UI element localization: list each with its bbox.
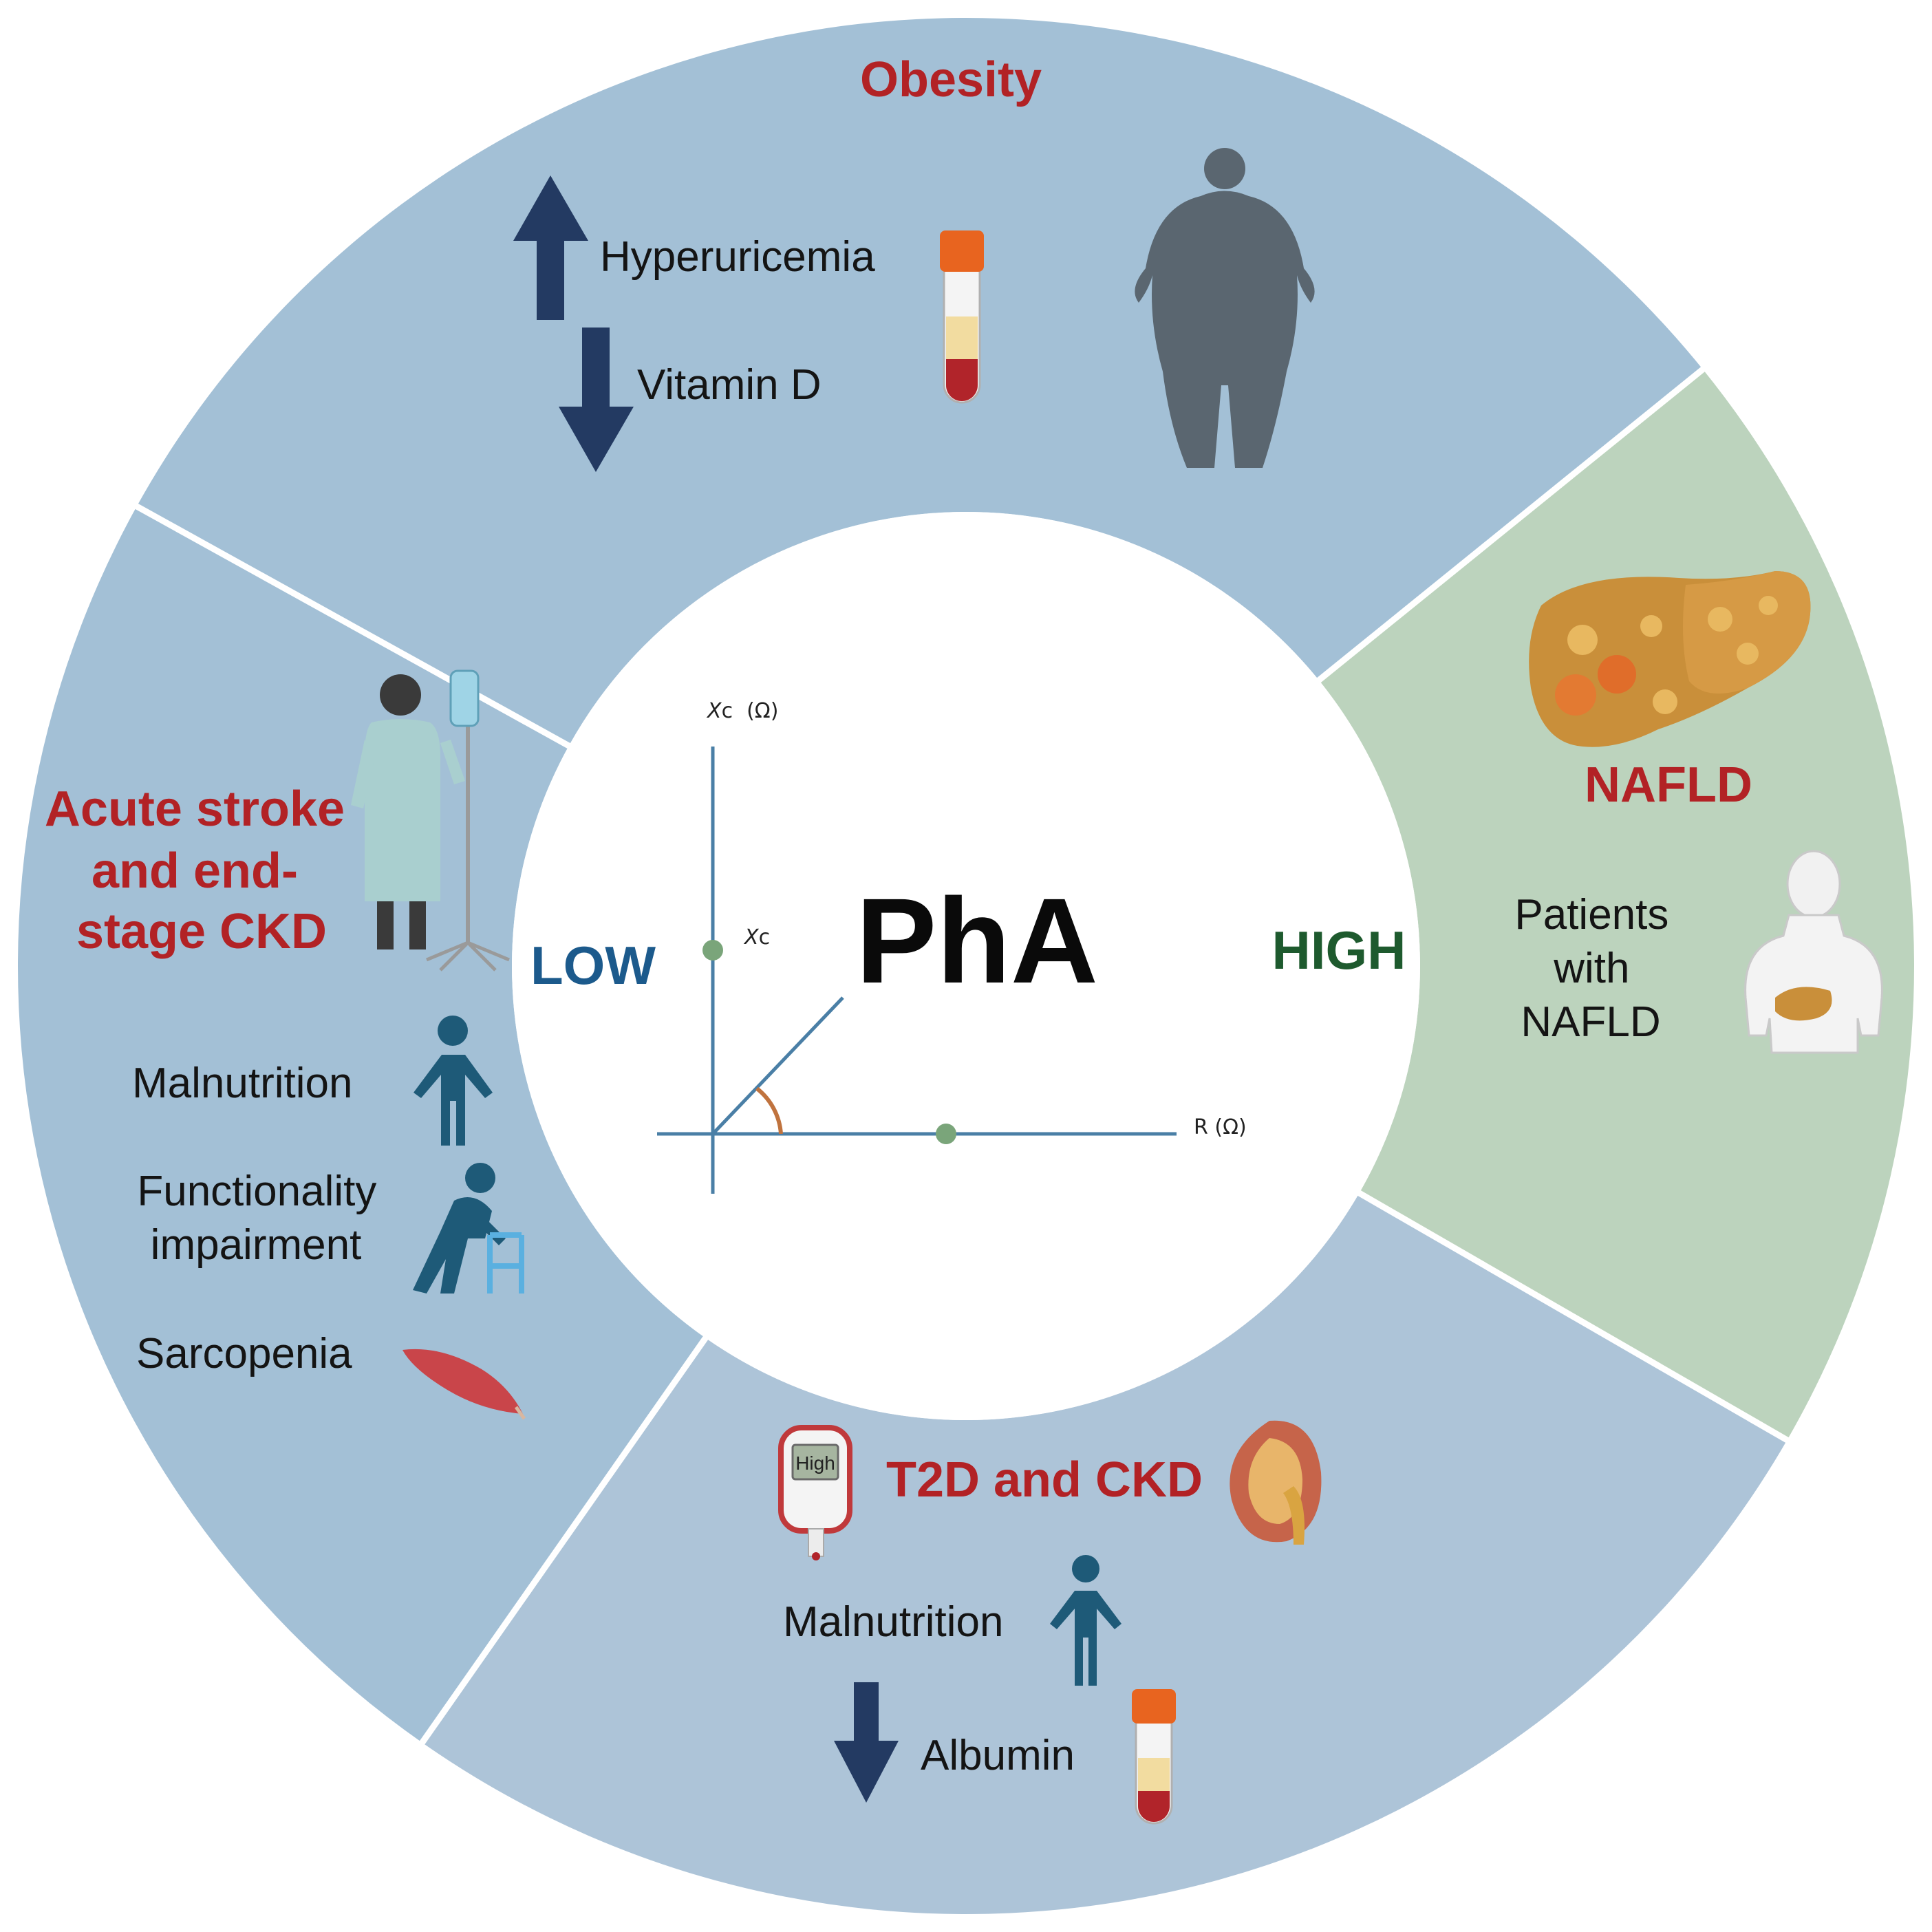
nafld-subtitle: Patients with NAFLD <box>1514 891 1680 1046</box>
person-icon <box>414 1016 493 1146</box>
stroke-ckd-content: Acute stroke and end- stage CKD Malnutri… <box>45 669 526 1420</box>
y-axis-label-var: X <box>706 699 722 723</box>
y-axis-label-sub: c <box>722 699 733 723</box>
nafld-subtitle-line: Patients <box>1514 891 1668 938</box>
obese-person-icon <box>1135 148 1315 468</box>
hospital-patient-icon <box>351 669 510 972</box>
functionality-label-line: impairment <box>151 1221 362 1269</box>
down-arrow-icon <box>559 328 634 472</box>
blood-tube-icon <box>940 230 984 404</box>
segment-dividers <box>132 365 1792 1748</box>
glucometer-text: High <box>795 1452 835 1474</box>
segment-divider <box>1314 365 1708 685</box>
functionality-label-line: Functionality <box>137 1168 376 1215</box>
glucometer-icon: High <box>778 1425 852 1560</box>
segment-stroke-ckd <box>17 506 706 1743</box>
segment-divider <box>1354 1188 1792 1445</box>
segment-t2d-ckd <box>422 1193 1788 1914</box>
kidney-icon <box>1230 1420 1322 1545</box>
xc-point <box>702 940 723 960</box>
person-icon <box>1050 1555 1121 1686</box>
stroke-ckd-title-line: Acute stroke <box>45 782 345 837</box>
t2d-ckd-title: T2D and CKD <box>886 1452 1203 1507</box>
segment-obesity <box>136 18 1703 747</box>
segment-divider <box>132 502 574 751</box>
impedance-vector <box>711 996 844 1135</box>
xc-point-label-var: X <box>743 925 760 949</box>
obesity-content: Obesity Hyperuricemia Vitamin D <box>513 52 1315 472</box>
nafld-subtitle-line: with <box>1553 945 1629 992</box>
fatty-liver-icon <box>1529 571 1811 747</box>
high-label: HIGH <box>1272 920 1406 980</box>
sarcopenia-label: Sarcopenia <box>136 1330 352 1377</box>
functionality-label: Functionality impairment <box>137 1168 388 1269</box>
xc-point-label: Xc <box>743 925 770 949</box>
stroke-ckd-title: Acute stroke and end- stage CKD <box>45 782 358 959</box>
albumin-label: Albumin <box>921 1732 1075 1779</box>
walker-person-icon <box>413 1163 524 1294</box>
stroke-ckd-title-line: stage CKD <box>76 904 327 959</box>
r-point <box>936 1124 956 1144</box>
y-axis-label: Xc (Ω) <box>706 699 778 723</box>
ring <box>17 18 1915 1914</box>
muscle-icon <box>402 1349 526 1420</box>
low-label: LOW <box>530 935 656 996</box>
nafld-title: NAFLD <box>1585 758 1752 813</box>
t2d-ckd-content: High T2D and CKD Malnutrition Albumin <box>778 1420 1322 1825</box>
patient-torso-icon <box>1744 850 1883 1054</box>
center-circle <box>512 512 1420 1420</box>
stroke-ckd-title-line: and end- <box>92 844 298 899</box>
blood-tube-icon <box>1132 1689 1176 1825</box>
nafld-subtitle-line: NAFLD <box>1521 998 1660 1046</box>
up-arrow-icon <box>513 175 588 320</box>
pha-title: PhA <box>856 874 1098 1009</box>
down-arrow-icon <box>834 1682 899 1803</box>
vitamin-d-label: Vitamin D <box>637 361 822 409</box>
phase-angle-arc <box>755 1086 783 1135</box>
t2d-malnutrition-label: Malnutrition <box>783 1598 1003 1646</box>
hyperuricemia-label: Hyperuricemia <box>600 233 875 281</box>
segment-divider <box>418 1333 710 1748</box>
nafld-content: NAFLD Patients with NAFLD <box>1514 571 1883 1054</box>
x-axis-label: R (Ω) <box>1194 1115 1247 1139</box>
stroke-malnutrition-label: Malnutrition <box>132 1060 352 1107</box>
phase-angle-plot: Xc (Ω) Xc R (Ω) PhA LOW HIGH <box>530 699 1406 1194</box>
xc-point-label-sub: c <box>759 925 771 949</box>
obesity-title: Obesity <box>860 52 1042 107</box>
y-axis-label-unit: (Ω) <box>747 699 778 723</box>
